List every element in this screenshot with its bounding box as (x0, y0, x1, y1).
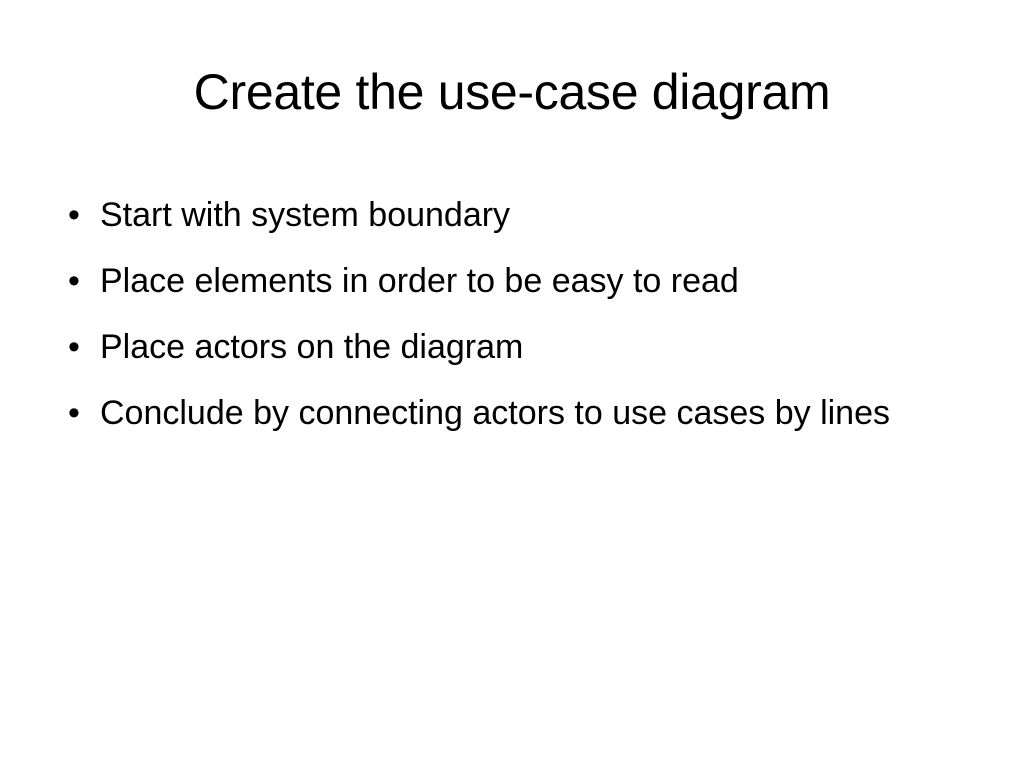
list-item: • Start with system boundary (60, 188, 970, 242)
bullet-list: • Start with system boundary • Place ele… (60, 188, 970, 440)
bullet-icon: • (68, 196, 80, 234)
bullet-text: Place actors on the diagram (100, 328, 524, 366)
list-item: • Place elements in order to be easy to … (60, 254, 970, 308)
list-item: • Conclude by connecting actors to use c… (60, 386, 970, 440)
bullet-icon: • (68, 328, 80, 366)
bullet-text: Start with system boundary (100, 196, 511, 234)
bullet-icon: • (68, 394, 80, 432)
slide-title: Create the use-case diagram (193, 64, 831, 120)
bullet-text: Place elements in order to be easy to re… (100, 262, 739, 300)
list-item: • Place actors on the diagram (60, 320, 970, 374)
bullet-icon: • (68, 262, 80, 300)
bullet-text: Conclude by connecting actors to use cas… (100, 394, 891, 432)
